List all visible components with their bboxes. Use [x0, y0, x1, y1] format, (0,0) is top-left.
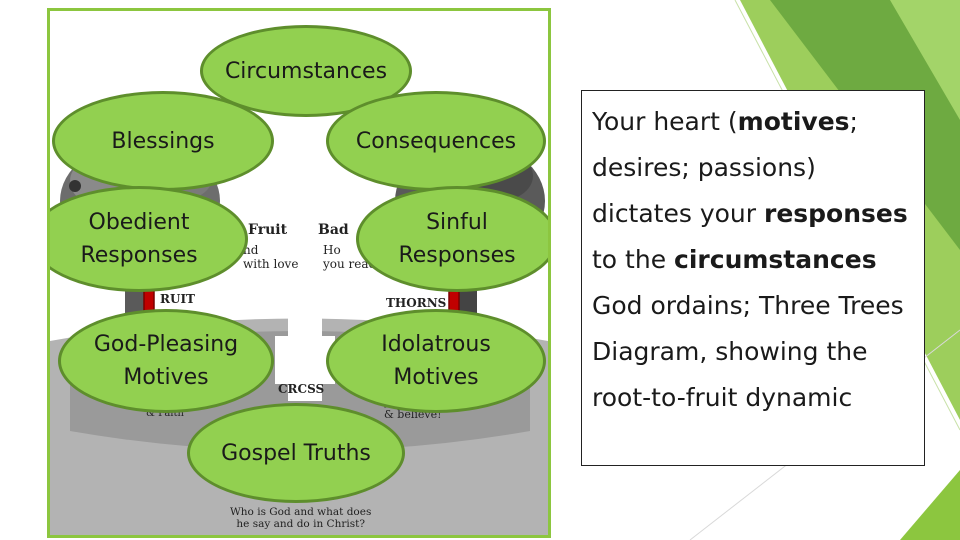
- caption-part-2: ; desires; passions) dictates your: [592, 107, 858, 228]
- caption-part-1: Your heart (: [592, 107, 738, 136]
- blessings-oval: Blessings: [52, 91, 274, 191]
- who-is-god-text: Who is God and what does he say and do i…: [230, 506, 372, 531]
- fruit-text: Fruit: [248, 222, 288, 238]
- caption-motives: motives: [737, 107, 850, 136]
- diagram-frame: Fruit Bad nd with love Ho you react RUIT…: [47, 8, 551, 538]
- caption-part-3: to the: [592, 245, 675, 274]
- sinful-responses-oval: Sinful Responses: [356, 186, 548, 292]
- caption-responses: responses: [764, 199, 908, 228]
- caption-text-box: Your heart (motives; desires; passions) …: [581, 90, 925, 466]
- obedient-responses-oval: Obedient Responses: [50, 186, 248, 292]
- god-pleasing-motives-oval: God-Pleasing Motives: [58, 309, 274, 413]
- caption-circumstances: circumstances: [674, 245, 877, 274]
- cross-text: CRCSS: [278, 382, 325, 396]
- bad-text: Bad: [318, 222, 349, 238]
- gospel-truths-oval: Gospel Truths: [187, 403, 405, 503]
- with-love-text: nd with love: [243, 243, 299, 271]
- consequences-oval: Consequences: [326, 91, 546, 191]
- idolatrous-motives-oval: Idolatrous Motives: [326, 309, 546, 413]
- caption-part-4: God ordains; Three Trees Diagram, showin…: [592, 291, 904, 412]
- thorns-text: THORNS: [386, 296, 447, 310]
- fruit-caps-text: RUIT: [160, 292, 195, 306]
